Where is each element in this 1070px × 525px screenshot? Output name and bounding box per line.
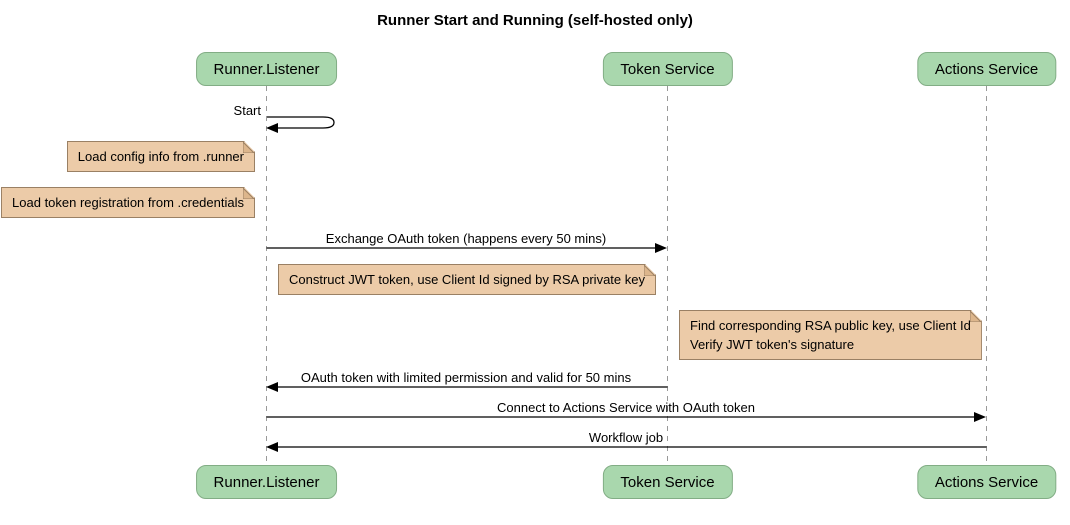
- participant-actions-service-bottom: Actions Service: [916, 465, 1057, 499]
- participant-token-service-bottom: Token Service: [602, 465, 733, 499]
- note-load-config: Load config info from .runner: [67, 141, 255, 172]
- participant-runner-listener-bottom: Runner.Listener: [195, 465, 338, 499]
- message-label-start: Start: [233, 103, 261, 118]
- message-label-workflow-job: Workflow job: [588, 430, 664, 445]
- note-find-rsa-key: Find corresponding RSA public key, use C…: [679, 310, 982, 360]
- arrow-workflow-job: [266, 442, 987, 452]
- note-text-line1: Find corresponding RSA public key, use C…: [690, 318, 971, 333]
- note-load-token-registration: Load token registration from .credential…: [1, 187, 255, 218]
- participant-label: Token Service: [620, 473, 715, 491]
- participant-actions-service-top: Actions Service: [916, 52, 1057, 86]
- note-fold-icon: [970, 311, 981, 322]
- message-label-exchange-oauth: Exchange OAuth token (happens every 50 m…: [325, 231, 607, 246]
- note-text-line2: Verify JWT token's signature: [690, 337, 855, 352]
- participant-label: Actions Service: [934, 60, 1039, 78]
- participant-token-service-top: Token Service: [602, 52, 733, 86]
- note-text: Load token registration from .credential…: [12, 195, 244, 210]
- note-text: Load config info from .runner: [77, 149, 244, 164]
- note-fold-icon: [243, 142, 254, 153]
- participant-runner-listener-top: Runner.Listener: [195, 52, 338, 86]
- message-label-connect-actions: Connect to Actions Service with OAuth to…: [497, 400, 755, 415]
- note-text: Construct JWT token, use Client Id signe…: [289, 272, 645, 287]
- arrow-start-self-message: [266, 116, 335, 133]
- message-label-oauth-return: OAuth token with limited permission and …: [300, 370, 632, 385]
- arrow-exchange-oauth: [266, 243, 667, 253]
- diagram-title: Runner Start and Running (self-hosted on…: [377, 12, 693, 29]
- participant-label: Runner.Listener: [213, 473, 320, 491]
- note-construct-jwt: Construct JWT token, use Client Id signe…: [278, 264, 656, 295]
- arrow-connect-actions: [266, 412, 986, 422]
- note-fold-icon: [243, 188, 254, 199]
- participant-label: Token Service: [620, 60, 715, 78]
- participant-label: Runner.Listener: [213, 60, 320, 78]
- note-fold-icon: [644, 265, 655, 276]
- arrow-oauth-return: [266, 382, 668, 392]
- participant-label: Actions Service: [934, 473, 1039, 491]
